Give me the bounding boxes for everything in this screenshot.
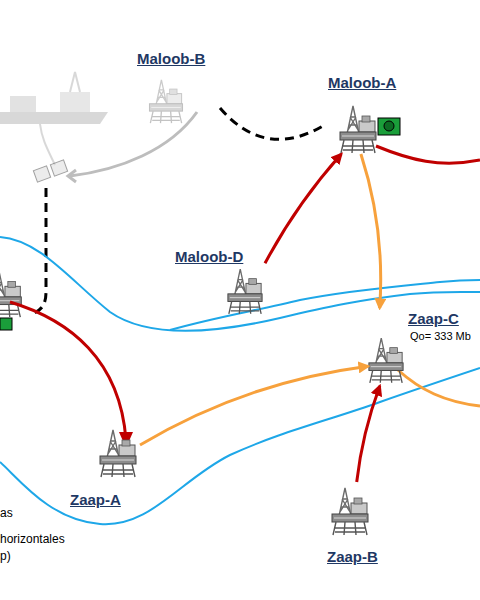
pipeline-connector	[265, 154, 341, 263]
pipeline-connector	[220, 108, 325, 139]
hull	[0, 112, 108, 124]
manifold	[33, 166, 50, 182]
platform-name: Maloob-D	[175, 248, 243, 265]
legend-fragment: horizontales	[0, 532, 65, 546]
platform-icon	[0, 272, 21, 317]
contour-line	[170, 280, 480, 330]
platform-node: Zaap-C Qo= 333 Mb	[368, 308, 480, 386]
platform-name: Maloob-A	[328, 74, 396, 91]
contour-line	[0, 237, 480, 331]
pipeline	[376, 146, 480, 163]
pipeline-connector	[361, 154, 381, 308]
legend-fragment: as	[0, 506, 13, 520]
arrow-head	[68, 170, 76, 182]
riser	[40, 124, 55, 165]
superstructure	[60, 92, 90, 112]
superstructure	[10, 96, 36, 112]
pipeline	[10, 302, 126, 440]
platform-name: Zaap-A	[70, 491, 121, 508]
production-rate: Qo= 333 Mb	[410, 330, 471, 342]
platform-node: Maloob-D	[175, 248, 265, 323]
pipeline-connector	[357, 386, 380, 482]
platform-node: Zaap-B	[325, 482, 387, 570]
platform-name: Zaap-B	[327, 548, 378, 565]
platform-name: Zaap-C	[408, 310, 459, 327]
platform-icon	[100, 430, 136, 477]
fpso-vessel	[0, 72, 108, 165]
legend-fragment: p)	[0, 549, 11, 563]
mast	[70, 72, 80, 92]
pipeline	[70, 112, 197, 176]
platform-icon	[228, 269, 262, 314]
manifold-symbol	[33, 160, 67, 182]
platform-icon	[369, 338, 403, 383]
platform-icon	[340, 106, 376, 153]
platform-node: Maloob-A	[325, 74, 415, 154]
platform-name: Maloob-B	[137, 50, 205, 67]
manifold	[50, 160, 67, 176]
status-marker	[378, 118, 400, 135]
platform-icon	[149, 80, 182, 123]
pipeline-connector	[140, 366, 368, 445]
contour-line	[0, 368, 480, 524]
platform-node: Zaap-A	[68, 425, 140, 513]
status-marker	[0, 318, 12, 330]
platform-icon	[332, 488, 368, 535]
pipeline	[398, 370, 480, 406]
platform-node: Maloob-B	[135, 50, 220, 125]
status-marker	[384, 121, 394, 131]
